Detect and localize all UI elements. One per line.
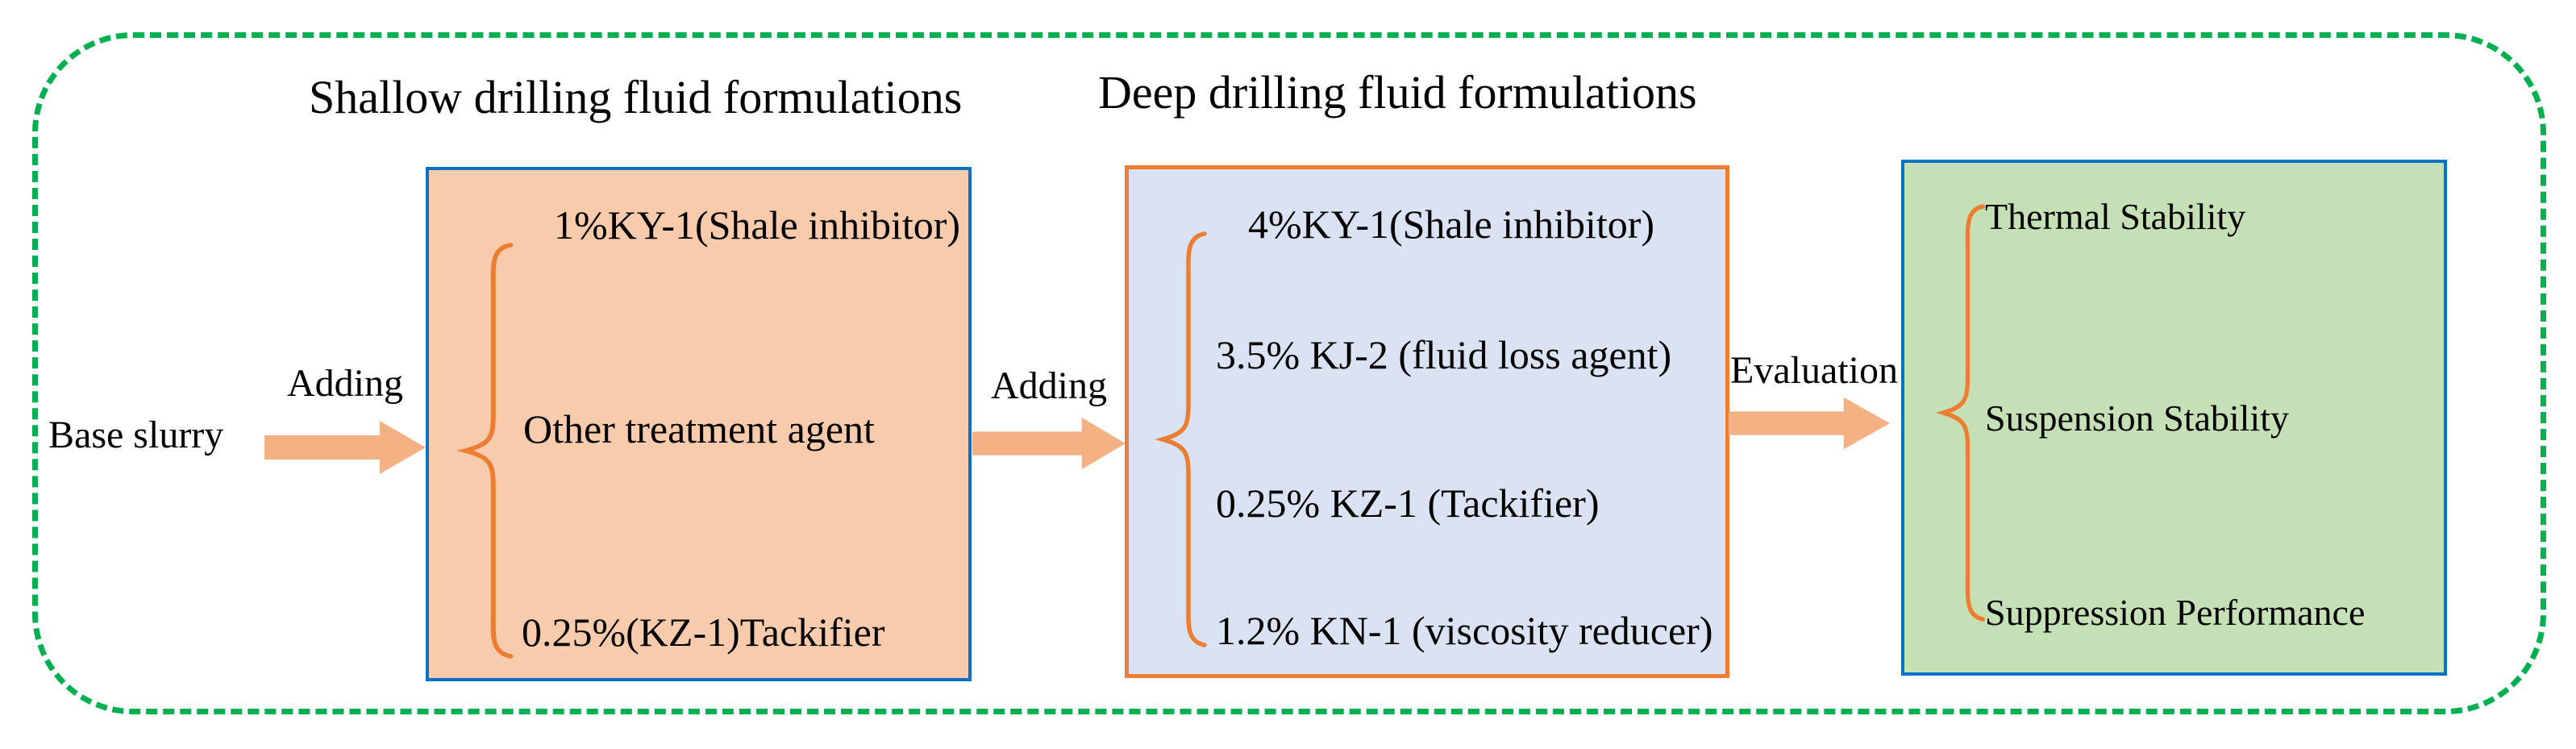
evaluation-item: Suspension Stability — [1985, 397, 2289, 439]
formulation-item: 3.5% KJ-2 (fluid loss agent) — [1216, 332, 1672, 377]
arrow-right-icon — [1729, 397, 1890, 450]
evaluation-label: Evaluation — [1730, 349, 1898, 392]
formulation-item: 1.2% KN-1 (viscosity reducer) — [1216, 608, 1713, 653]
evaluation-item: Thermal Stability — [1985, 196, 2246, 237]
dashed-outline-frame — [32, 32, 2546, 714]
arrow-right-icon — [972, 417, 1126, 470]
deep-formulations-title: Deep drilling fluid formulations — [1098, 66, 1697, 119]
left-brace-icon — [1935, 204, 1985, 622]
formulation-item: 0.25% KZ-1 (Tackifier) — [1216, 481, 1600, 526]
formulation-item: 0.25%(KZ-1)Tackifier — [522, 610, 885, 655]
formulation-item: Other treatment agent — [523, 406, 875, 451]
left-brace-icon — [456, 243, 514, 659]
adding-label-1: Adding — [287, 362, 403, 405]
base-slurry-label: Base slurry — [48, 414, 224, 456]
shallow-formulation-box: 1%KY-1(Shale inhibitor) Other treatment … — [426, 167, 972, 681]
evaluation-item: Suppression Performance — [1985, 592, 2366, 633]
left-brace-icon — [1154, 231, 1207, 647]
evaluation-box: Thermal Stability Suspension Stability S… — [1901, 160, 2447, 676]
formulation-item: 4%KY-1(Shale inhibitor) — [1248, 202, 1655, 247]
shallow-formulations-title: Shallow drilling fluid formulations — [309, 71, 963, 123]
formulation-item: 1%KY-1(Shale inhibitor) — [554, 202, 961, 248]
adding-label-2: Adding — [991, 364, 1107, 407]
deep-formulation-box: 4%KY-1(Shale inhibitor) 3.5% KJ-2 (fluid… — [1125, 165, 1729, 678]
arrow-right-icon — [264, 421, 426, 474]
